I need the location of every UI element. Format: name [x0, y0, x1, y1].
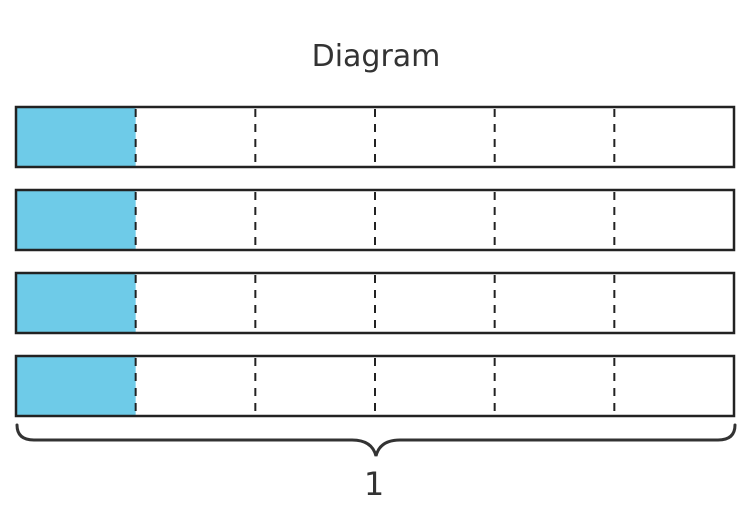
whole-label: 1 — [364, 465, 384, 503]
bar-outline — [14, 188, 736, 252]
diagram-title: Diagram — [312, 39, 441, 74]
bars-group — [14, 105, 736, 418]
tape-bar — [14, 271, 736, 335]
tape-bar — [14, 105, 736, 169]
shaded-part — [16, 190, 136, 250]
whole-brace — [15, 423, 737, 457]
bar-outline — [14, 105, 736, 169]
bar-outline — [14, 271, 736, 335]
shaded-part — [16, 273, 136, 333]
shaded-part — [16, 107, 136, 167]
shaded-part — [16, 356, 136, 416]
tape-bar — [14, 188, 736, 252]
bar-outline — [14, 354, 736, 418]
tape-bar — [14, 354, 736, 418]
